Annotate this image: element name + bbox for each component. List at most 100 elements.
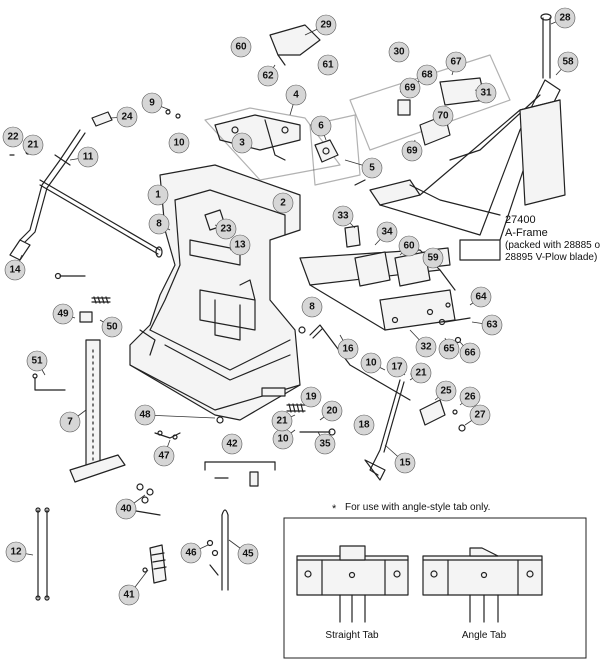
callout-circle xyxy=(332,205,354,227)
callout-circle xyxy=(388,41,410,63)
callout-10: 10 xyxy=(272,428,294,450)
callout-number: 29 xyxy=(320,20,332,31)
callout-number: 19 xyxy=(305,392,317,403)
callout-circle xyxy=(399,77,421,99)
callout-31: 31 xyxy=(475,82,497,104)
deflector xyxy=(269,24,321,66)
callout-23: 23 xyxy=(215,218,237,240)
callout-number: 28 xyxy=(559,13,571,24)
callout-16: 16 xyxy=(337,338,359,360)
callout-circle xyxy=(422,247,444,269)
callout-number: 47 xyxy=(158,451,170,462)
callout-number: 1 xyxy=(155,190,161,201)
callout-circle xyxy=(445,51,467,73)
callout-circle xyxy=(432,105,454,127)
callout-41: 41 xyxy=(118,584,140,606)
inset-note: For use with angle-style tab only. xyxy=(345,502,490,513)
callout-circle xyxy=(116,106,138,128)
callout-number: 34 xyxy=(381,227,393,238)
callout-number: 10 xyxy=(173,138,185,149)
callout-number: 2 xyxy=(280,198,286,209)
callout-number: 11 xyxy=(83,152,94,163)
callout-number: 5 xyxy=(369,163,375,174)
callout-circle xyxy=(435,380,457,402)
cable-45 xyxy=(221,509,229,591)
callout-circle xyxy=(257,65,279,87)
callout-circle xyxy=(386,356,408,378)
callout-circle xyxy=(2,126,24,148)
callout-1: 1 xyxy=(147,184,169,206)
callout-circle xyxy=(317,54,339,76)
callout-circle xyxy=(315,14,337,36)
callout-62: 62 xyxy=(257,65,279,87)
callout-number: 65 xyxy=(443,344,455,355)
straight-tab-drawing xyxy=(296,545,409,623)
callout-27: 27 xyxy=(469,404,491,426)
lift-pin-16 xyxy=(309,324,411,401)
callout-60: 60 xyxy=(398,235,420,257)
callout-number: 51 xyxy=(31,356,43,367)
callout-number: 25 xyxy=(440,386,452,397)
callout-number: 8 xyxy=(156,219,162,230)
callout-labels: 1234567889101010111213141516171819202121… xyxy=(2,7,579,606)
callout-number: 58 xyxy=(562,57,574,68)
callout-circle xyxy=(148,213,170,235)
callout-circle xyxy=(272,192,294,214)
callout-18: 18 xyxy=(353,414,375,436)
callout-7: 7 xyxy=(59,411,81,433)
callout-29: 29 xyxy=(315,14,337,36)
a-frame xyxy=(354,79,566,261)
callout-circle xyxy=(481,314,503,336)
callout-circle xyxy=(141,92,163,114)
angle-tab-caption: Angle Tab xyxy=(462,630,507,641)
a-frame-note-line2: 28895 V-Plow blade) xyxy=(505,252,597,263)
callout-circle xyxy=(26,350,48,372)
callout-35: 35 xyxy=(314,433,336,455)
callout-circle xyxy=(415,336,437,358)
spring-49-50 xyxy=(54,272,111,323)
callout-circle xyxy=(237,543,259,565)
leader-line-48 xyxy=(144,414,216,419)
callout-circle xyxy=(134,404,156,426)
callout-42: 42 xyxy=(221,433,243,455)
callout-number: 12 xyxy=(10,547,22,558)
callout-number: 8 xyxy=(309,302,315,313)
callout-3: 3 xyxy=(231,132,253,154)
callout-number: 40 xyxy=(120,504,132,515)
callout-30: 30 xyxy=(388,41,410,63)
callout-circle xyxy=(301,296,323,318)
tab-style-inset: * For use with angle-style tab only. Str… xyxy=(283,502,587,659)
callout-circle xyxy=(321,400,343,422)
callout-number: 48 xyxy=(139,410,151,421)
callout-circle xyxy=(410,362,432,384)
spring-19-20 xyxy=(261,387,336,436)
hardware-63-66 xyxy=(438,302,471,344)
callout-circle xyxy=(115,498,137,520)
callout-circle xyxy=(52,303,74,325)
callout-59: 59 xyxy=(422,247,444,269)
callout-number: 60 xyxy=(235,42,247,53)
callout-number: 27 xyxy=(474,410,486,421)
callout-circle xyxy=(230,36,252,58)
callout-25: 25 xyxy=(435,380,457,402)
callout-17: 17 xyxy=(386,356,408,378)
callout-26: 26 xyxy=(459,386,481,408)
a-frame-label: 27400 A-Frame (packed with 28885 or 2889… xyxy=(505,214,600,263)
callout-14: 14 xyxy=(4,259,26,281)
callout-33: 33 xyxy=(332,205,354,227)
callout-number: 18 xyxy=(358,420,370,431)
spring-41 xyxy=(142,544,167,584)
callout-circle xyxy=(394,452,416,474)
callout-46: 46 xyxy=(180,542,202,564)
callout-number: 17 xyxy=(391,362,403,373)
callout-circle xyxy=(221,433,243,455)
callout-number: 13 xyxy=(234,240,246,251)
callout-24: 24 xyxy=(116,106,138,128)
callout-circle xyxy=(59,411,81,433)
callout-number: 6 xyxy=(318,121,324,132)
callout-13: 13 xyxy=(229,234,251,256)
callout-61: 61 xyxy=(317,54,339,76)
callout-60: 60 xyxy=(230,36,252,58)
latch xyxy=(309,114,361,186)
callout-5: 5 xyxy=(361,157,383,179)
